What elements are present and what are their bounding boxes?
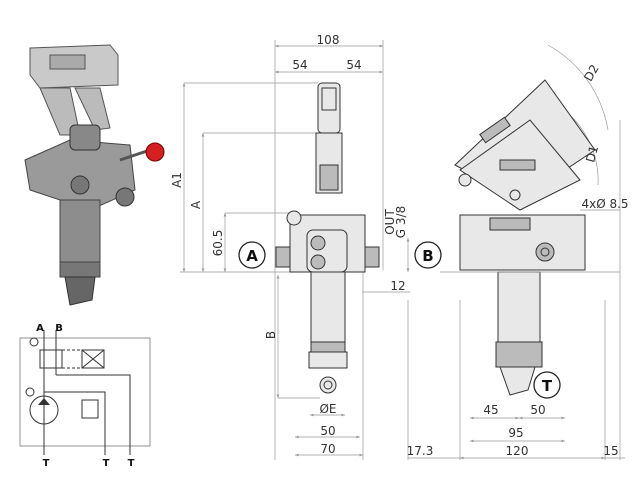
dim-a1: A1: [170, 172, 184, 188]
dim-a: A: [189, 200, 203, 209]
view-b-marker: [414, 241, 442, 269]
tank-label: T: [128, 458, 135, 469]
view-a-marker: [238, 241, 266, 269]
tank-label: T: [43, 458, 50, 469]
outlet-label: OUT: [383, 209, 397, 235]
dim-50-side: 50: [530, 403, 545, 417]
hydraulic-schematic: A B T T T: [19, 323, 151, 469]
port-a-label: A: [36, 323, 44, 334]
dim-108: 108: [317, 33, 340, 47]
view-b-label: B: [422, 247, 433, 265]
dim-12: 12: [390, 279, 405, 293]
dim-17-3: 17.3: [407, 444, 434, 458]
dim-d2: D2: [581, 62, 602, 84]
tank-port-marker: [533, 371, 561, 399]
dim-b: B: [264, 331, 278, 339]
dim-diameter-e: ØE: [319, 402, 336, 416]
dim-70: 70: [320, 442, 335, 456]
side-view: B T 4xØ 8.5 D1 D2 45 50 95 17.3 120 15: [407, 44, 629, 460]
view-a-label: A: [246, 247, 258, 265]
dim-120: 120: [506, 444, 529, 458]
dim-50: 50: [320, 424, 335, 438]
dim-15: 15: [603, 444, 618, 458]
dim-60-5: 60.5: [211, 230, 225, 257]
dim-d1: D1: [583, 144, 601, 164]
red-knob-icon: [145, 142, 165, 162]
mount-holes-label: 4xØ 8.5: [581, 197, 628, 211]
dim-95: 95: [508, 426, 523, 440]
front-view: A 108 54 54 A1 A 60.5 OUT G 3/8 12 B ØE …: [170, 33, 410, 460]
dim-54-right: 54: [346, 58, 361, 72]
dim-45: 45: [483, 403, 498, 417]
dim-54-left: 54: [292, 58, 307, 72]
outlet-thread-label: G 3/8: [394, 206, 408, 238]
tank-label: T: [103, 458, 110, 469]
pump-3d-render: [24, 44, 165, 306]
port-b-label: B: [55, 323, 63, 334]
tank-port-label: T: [542, 377, 553, 395]
